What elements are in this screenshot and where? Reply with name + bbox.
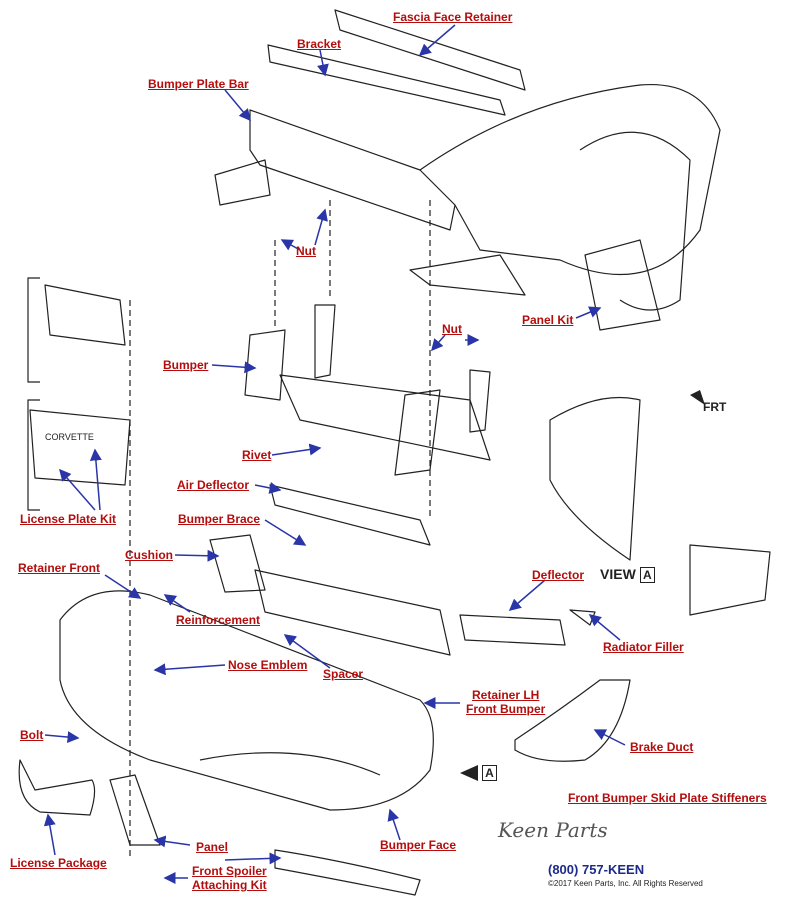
bumper-face-part bbox=[59, 590, 434, 811]
arrow-fascia bbox=[418, 24, 456, 56]
arrow-bumper-face bbox=[387, 808, 401, 841]
arrow-air-deflector bbox=[254, 482, 282, 494]
label-front-spoiler-attaching-kit[interactable]: Front Spoiler Attaching Kit bbox=[192, 864, 267, 892]
label-reinforcement[interactable]: Reinforcement bbox=[176, 613, 261, 627]
label-bumper-brace[interactable]: Bumper Brace bbox=[178, 512, 261, 526]
label-panel-kit[interactable]: Panel Kit bbox=[522, 313, 574, 327]
arrow-nut-upper-2 bbox=[314, 208, 328, 246]
frt-label: FRT bbox=[703, 400, 727, 414]
label-panel[interactable]: Panel bbox=[196, 840, 229, 854]
arrow-retainer-front bbox=[104, 574, 142, 599]
label-air-deflector[interactable]: Air Deflector bbox=[177, 478, 250, 492]
license-package-part bbox=[18, 759, 96, 816]
arrow-license-kit-2 bbox=[89, 448, 102, 511]
label-nose-emblem[interactable]: Nose Emblem bbox=[228, 658, 308, 672]
view-a-part bbox=[549, 396, 641, 561]
arrow-nut-mid-1 bbox=[431, 334, 446, 352]
emblem-text: CORVETTE bbox=[45, 432, 94, 442]
arrow-bolt bbox=[44, 731, 80, 744]
license-plate-kit-part bbox=[29, 409, 131, 486]
view-a-box: A bbox=[639, 567, 655, 583]
label-bumper-plate-bar[interactable]: Bumper Plate Bar bbox=[148, 77, 249, 91]
bracket-part bbox=[267, 44, 506, 116]
arrow-rivet bbox=[271, 443, 322, 456]
air-deflector-part bbox=[269, 484, 431, 546]
arrow-bracket bbox=[317, 49, 329, 77]
arrow-panel-kit bbox=[575, 306, 602, 319]
arrow-spacer bbox=[283, 634, 331, 669]
fascia-retainer-part bbox=[334, 9, 526, 91]
keen-parts-logo: Keen Parts bbox=[498, 818, 608, 842]
label-front-spoiler-line2: Attaching Kit bbox=[192, 878, 267, 892]
bumper-plate-bar-part bbox=[249, 109, 456, 231]
label-front-spoiler-line1: Front Spoiler bbox=[192, 864, 267, 878]
label-fascia-face-retainer[interactable]: Fascia Face Retainer bbox=[393, 10, 513, 24]
view-a-arrow-icon bbox=[460, 765, 478, 781]
arrow-front-spoiler bbox=[224, 852, 282, 865]
label-brake-duct[interactable]: Brake Duct bbox=[630, 740, 694, 754]
frt-arrow-icon bbox=[690, 390, 705, 405]
label-cushion[interactable]: Cushion bbox=[125, 548, 173, 562]
copyright: ©2017 Keen Parts, Inc. All Rights Reserv… bbox=[548, 879, 703, 888]
label-retainer-front[interactable]: Retainer Front bbox=[18, 561, 101, 575]
arrow-brake-duct bbox=[593, 729, 626, 746]
view-a-text: VIEW bbox=[600, 566, 636, 582]
label-license-package[interactable]: License Package bbox=[10, 856, 107, 870]
arrow-reinforcement bbox=[163, 594, 191, 613]
label-front-bumper-skid-plate-stiffeners[interactable]: Front Bumper Skid Plate Stiffeners bbox=[568, 791, 767, 805]
bumper-frame-part bbox=[244, 329, 286, 401]
front-spoiler-part bbox=[274, 849, 421, 896]
arrow-license-package bbox=[43, 813, 56, 856]
cushion-part bbox=[209, 534, 266, 593]
label-bracket[interactable]: Bracket bbox=[297, 37, 342, 51]
label-bumper-face[interactable]: Bumper Face bbox=[380, 838, 457, 852]
label-nut-mid[interactable]: Nut bbox=[442, 322, 462, 336]
fender-part bbox=[419, 83, 721, 276]
label-license-plate-kit[interactable]: License Plate Kit bbox=[20, 512, 117, 526]
arrow-deflector bbox=[508, 579, 546, 611]
footer: (800) 757-KEEN ©2017 Keen Parts, Inc. Al… bbox=[548, 862, 703, 888]
label-retainer-lh-front-bumper[interactable]: Retainer LH Front Bumper bbox=[466, 688, 545, 716]
label-bolt[interactable]: Bolt bbox=[20, 728, 44, 742]
deflector-part bbox=[459, 614, 566, 646]
label-bumper[interactable]: Bumper bbox=[163, 358, 209, 372]
arrow-brace bbox=[264, 519, 307, 546]
panel-part bbox=[109, 774, 161, 846]
arrow-license-kit-1 bbox=[59, 468, 96, 511]
arrow-cushion bbox=[174, 549, 220, 562]
label-radiator-filler[interactable]: Radiator Filler bbox=[603, 640, 684, 654]
brake-duct-part bbox=[514, 679, 631, 762]
label-nut-upper[interactable]: Nut bbox=[296, 244, 316, 258]
arrow-nut-upper-1 bbox=[280, 239, 301, 251]
arrow-a-box: A bbox=[482, 765, 497, 781]
label-rivet[interactable]: Rivet bbox=[242, 448, 272, 462]
arrow-bumper bbox=[211, 361, 257, 374]
label-retainer-lh-line2: Front Bumper bbox=[466, 702, 546, 716]
panel-kit-part bbox=[584, 239, 661, 331]
arrow-a-label: A bbox=[478, 764, 497, 781]
label-deflector[interactable]: Deflector bbox=[532, 568, 585, 582]
phone-number[interactable]: (800) 757-KEEN bbox=[548, 862, 645, 877]
license-plate-frame-part bbox=[44, 284, 126, 346]
label-spacer[interactable]: Spacer bbox=[323, 667, 364, 681]
arrow-panel bbox=[153, 835, 191, 848]
arrow-radiator-filler bbox=[588, 614, 621, 641]
arrow-plate-bar bbox=[224, 89, 251, 122]
arrow-nose-emblem bbox=[153, 663, 226, 676]
label-retainer-lh-line1: Retainer LH bbox=[471, 688, 540, 702]
